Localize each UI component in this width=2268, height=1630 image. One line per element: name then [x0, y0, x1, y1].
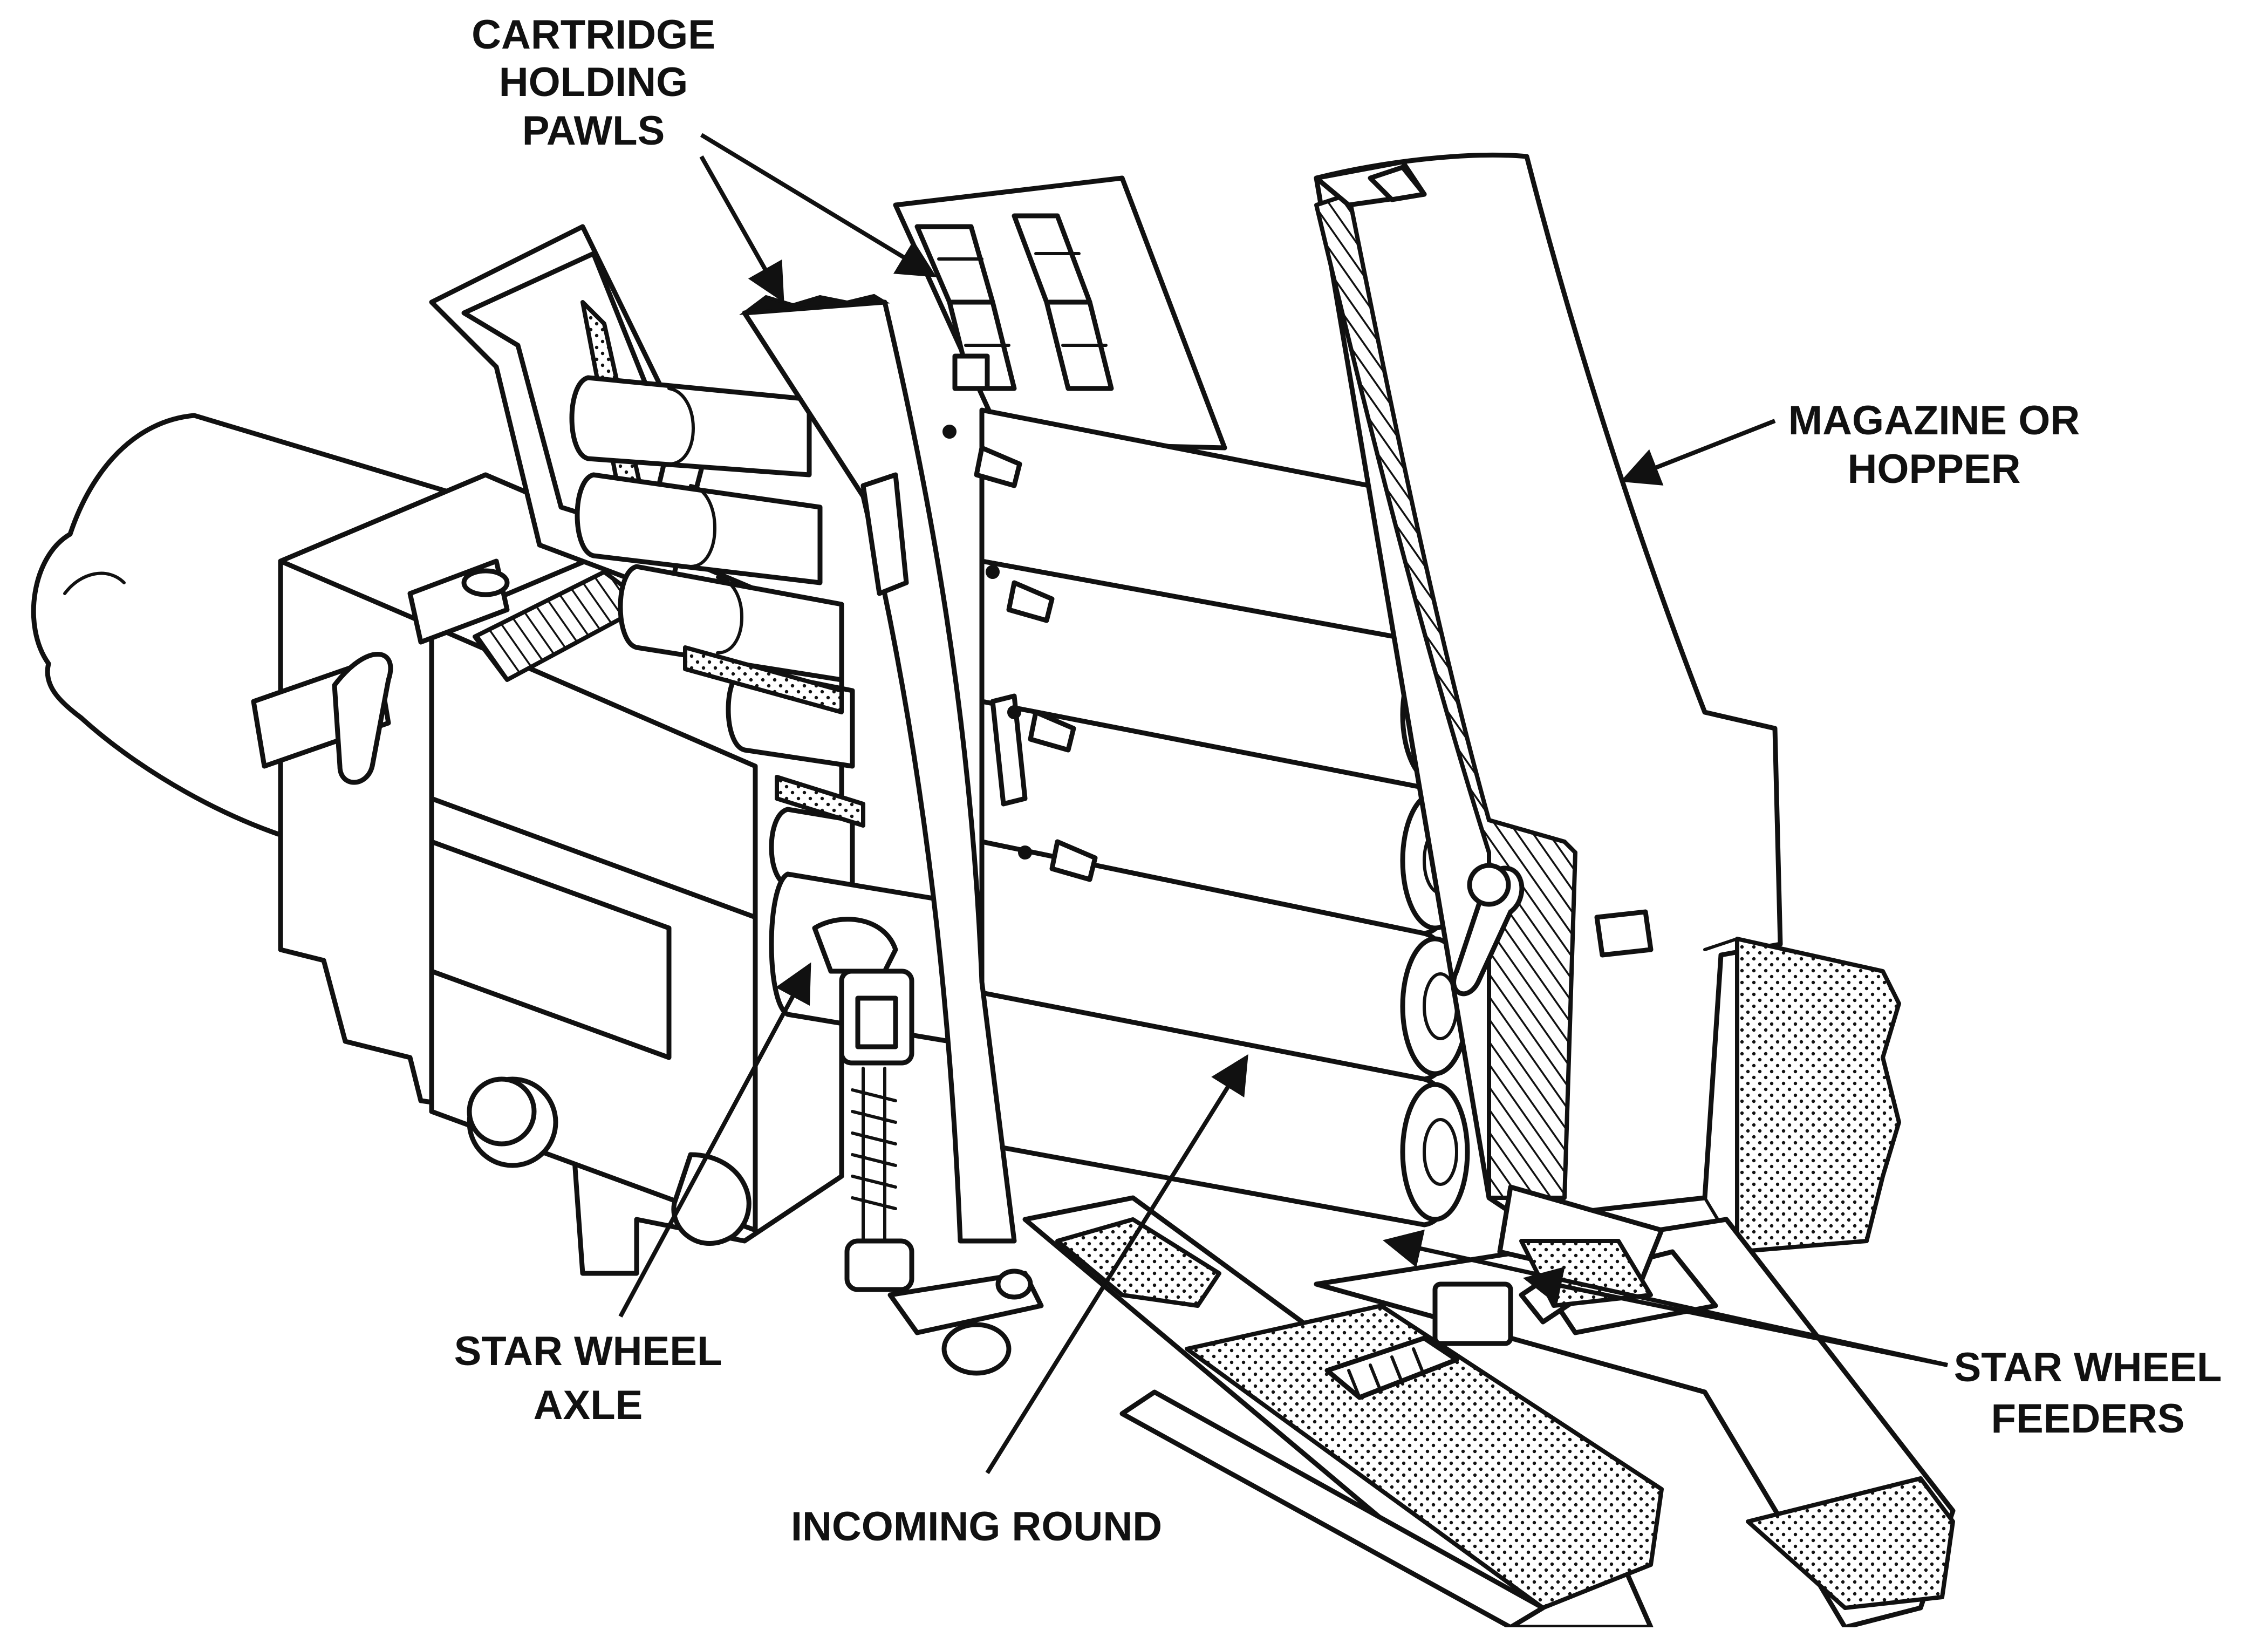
front-guide-bar — [739, 294, 1098, 1244]
label-magazine-or-hopper-line-1: MAGAZINE OR — [1788, 398, 2080, 444]
label-magazine-or-hopper-line-2: HOPPER — [1848, 446, 2021, 492]
left-magazine-plate — [407, 224, 704, 682]
label-star-wheel-axle-line-1: STAR WHEEL — [454, 1328, 722, 1374]
star-wheel-axle-assembly — [812, 917, 1044, 1376]
label-star-wheel-feeders-line-2: FEEDERS — [1991, 1396, 2185, 1442]
leader-pawls-right — [700, 133, 937, 277]
leader-lines — [618, 133, 1948, 1475]
feed-tray — [1022, 1184, 1956, 1630]
label-cartridge-holding-pawls-line-2: HOLDING — [499, 59, 688, 105]
leader-star-wheel-feeders-b — [1522, 1266, 1948, 1367]
callout-labels: CARTRIDGE HOLDING PAWLS MAGAZINE OR HOPP… — [454, 12, 2222, 1550]
label-star-wheel-feeders-line-1: STAR WHEEL — [1954, 1345, 2222, 1390]
leader-incoming-round — [985, 1054, 1248, 1475]
leader-magazine — [1620, 419, 1776, 486]
label-star-wheel-axle-line-2: AXLE — [534, 1382, 643, 1428]
feed-plate-stippled — [683, 645, 865, 828]
magazine-hopper — [1314, 152, 1901, 1254]
rear-pawl-bracket — [893, 175, 1227, 451]
machine-illustration — [31, 152, 1956, 1630]
leader-pawls-left — [699, 155, 784, 303]
label-cartridge-holding-pawls-line-3: PAWLS — [522, 108, 665, 154]
leader-star-wheel-axle — [618, 962, 811, 1318]
label-cartridge-holding-pawls-line-1: CARTRIDGE — [472, 12, 715, 58]
label-incoming-round: INCOMING ROUND — [791, 1504, 1162, 1550]
